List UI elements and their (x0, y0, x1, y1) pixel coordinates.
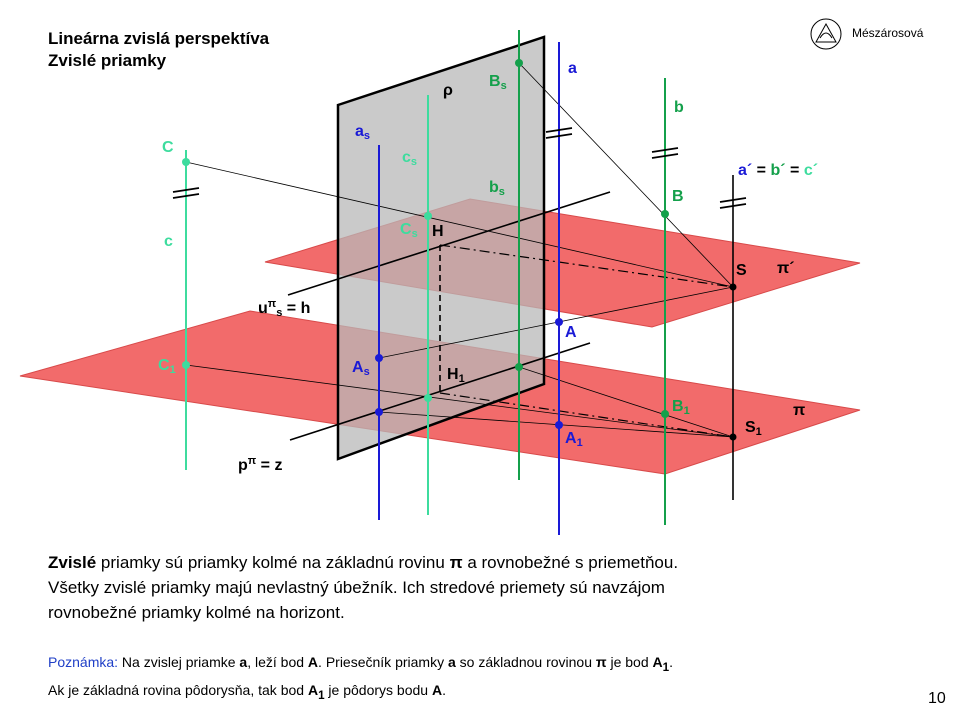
body-line-1: Zvislé priamky sú priamky kolmé na zákla… (48, 553, 679, 572)
label-h: H (432, 223, 444, 240)
slide-title: Lineárna zvislá perspektíva Zvislé priam… (48, 28, 269, 72)
author-logo: Mészárosová (808, 14, 948, 54)
label-point-b: B (672, 188, 684, 205)
label-equality: a´ = b´ = c´ (738, 162, 818, 179)
label-point-b1: B1 (672, 398, 690, 417)
label-point-a: A (565, 324, 577, 341)
label-rho: ρ (443, 82, 453, 99)
label-s: S (736, 262, 747, 279)
parallel-markers (172, 127, 747, 209)
label-bs: Bs (489, 73, 507, 92)
ray-b1 (518, 366, 734, 438)
label-point-as: As (352, 359, 370, 378)
line-h-s (439, 244, 734, 288)
label-s1: S1 (745, 419, 762, 438)
plane-rho (336, 35, 546, 461)
note-line-2: Ak je základná rovina pôdorysňa, tak bod… (48, 681, 446, 702)
logo-text: Mészárosová (852, 26, 924, 40)
line-h1-s1 (439, 392, 734, 438)
page-number: 10 (928, 690, 946, 707)
label-horizon: uπs = h (258, 298, 310, 319)
label-cs-line: cs (402, 149, 417, 168)
perspective-diagram: ρ a b Bs as cs bs C c Cs H B a´ = b´ = c… (19, 30, 861, 535)
label-point-c1: C1 (158, 357, 176, 376)
title-line-2: Zvislé priamky (48, 51, 167, 70)
points (182, 59, 737, 441)
ray-c (185, 161, 734, 288)
label-as-line: as (355, 123, 370, 142)
label-pi: π (793, 402, 805, 419)
label-bs-line: bs (489, 179, 505, 198)
label-ground-line: pπ = z (238, 455, 282, 474)
title-line-1: Lineárna zvislá perspektíva (48, 29, 270, 48)
label-point-c: C (162, 139, 174, 156)
label-pi-prime: π´ (777, 260, 795, 277)
body-line-2: Všetky zvislé priamky majú nevlastný úbe… (48, 578, 665, 597)
body-paragraph: Zvislé priamky sú priamky kolmé na zákla… (48, 550, 928, 625)
horizon-line (287, 191, 611, 296)
body-line-3: rovnobežné priamky kolmé na horizont. (48, 603, 345, 622)
label-a: a (568, 60, 577, 77)
note-paragraph: Poznámka: Na zvislej priamke a, leží bod… (48, 651, 928, 707)
label-h1: H1 (447, 366, 465, 385)
logo-icon (810, 18, 842, 50)
ray-bs (518, 62, 734, 288)
ray-c1 (185, 364, 734, 438)
label-b: b (674, 99, 684, 116)
ground-line (289, 342, 591, 441)
label-point-a1: A1 (565, 430, 583, 449)
label-line-c: c (164, 233, 173, 250)
note-line-1: Poznámka: Na zvislej priamke a, leží bod… (48, 654, 674, 674)
label-point-cs: Cs (400, 221, 418, 240)
